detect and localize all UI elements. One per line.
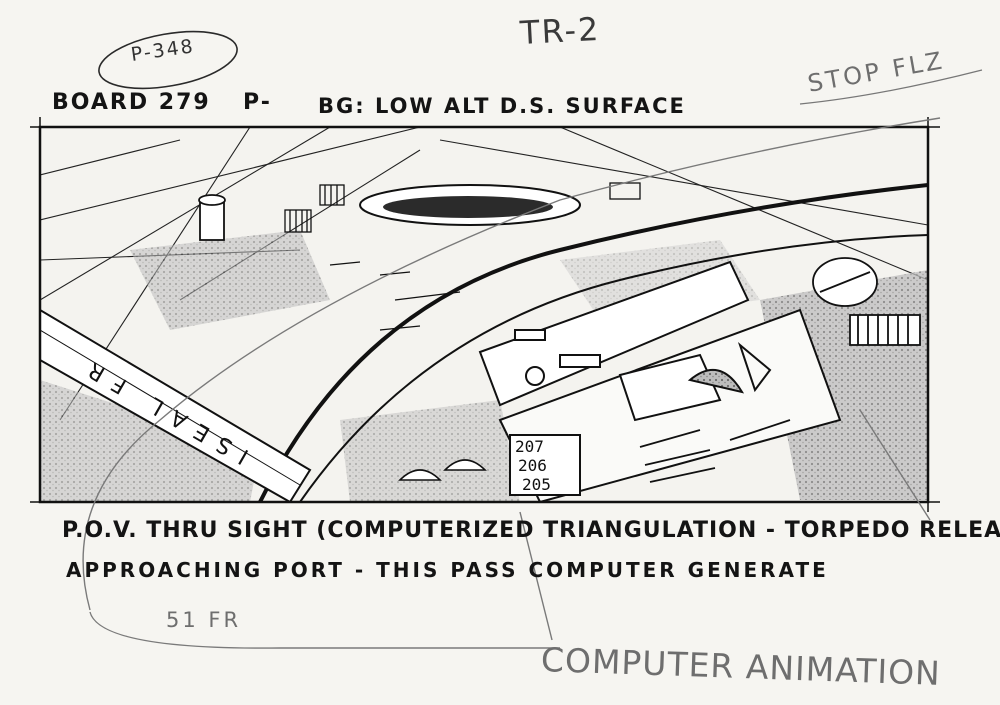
surface-shadow <box>130 230 330 330</box>
sight-arc <box>258 183 928 502</box>
panel-drawing: ISEAL FR 207 <box>40 127 928 502</box>
bridge-module <box>478 260 750 407</box>
counter-value: 206 <box>518 456 547 475</box>
board-number-label: BOARD 279 <box>52 90 211 115</box>
panel-border <box>38 125 930 504</box>
counter-value: 205 <box>522 475 551 494</box>
targeting-console <box>498 308 842 502</box>
page-number-circle <box>98 30 238 90</box>
side-instruments <box>639 257 921 483</box>
pencil-guides <box>82 117 941 649</box>
background-description: BG: LOW ALT D.S. SURFACE <box>318 94 686 118</box>
surface-tower <box>198 194 226 241</box>
caption-line-2: APPROACHING PORT - THIS PASS COMPUTER GE… <box>66 558 829 582</box>
counter-value: 207 <box>515 437 544 456</box>
shot-prefix-label: P- <box>243 90 272 115</box>
range-counter: 207 206 205 <box>515 437 551 494</box>
length-note: 51 FR <box>166 608 242 632</box>
caption-line-1: P.O.V. THRU SIGHT (COMPUTERIZED TRIANGUL… <box>62 518 1000 543</box>
margin-note-underline <box>799 69 983 105</box>
